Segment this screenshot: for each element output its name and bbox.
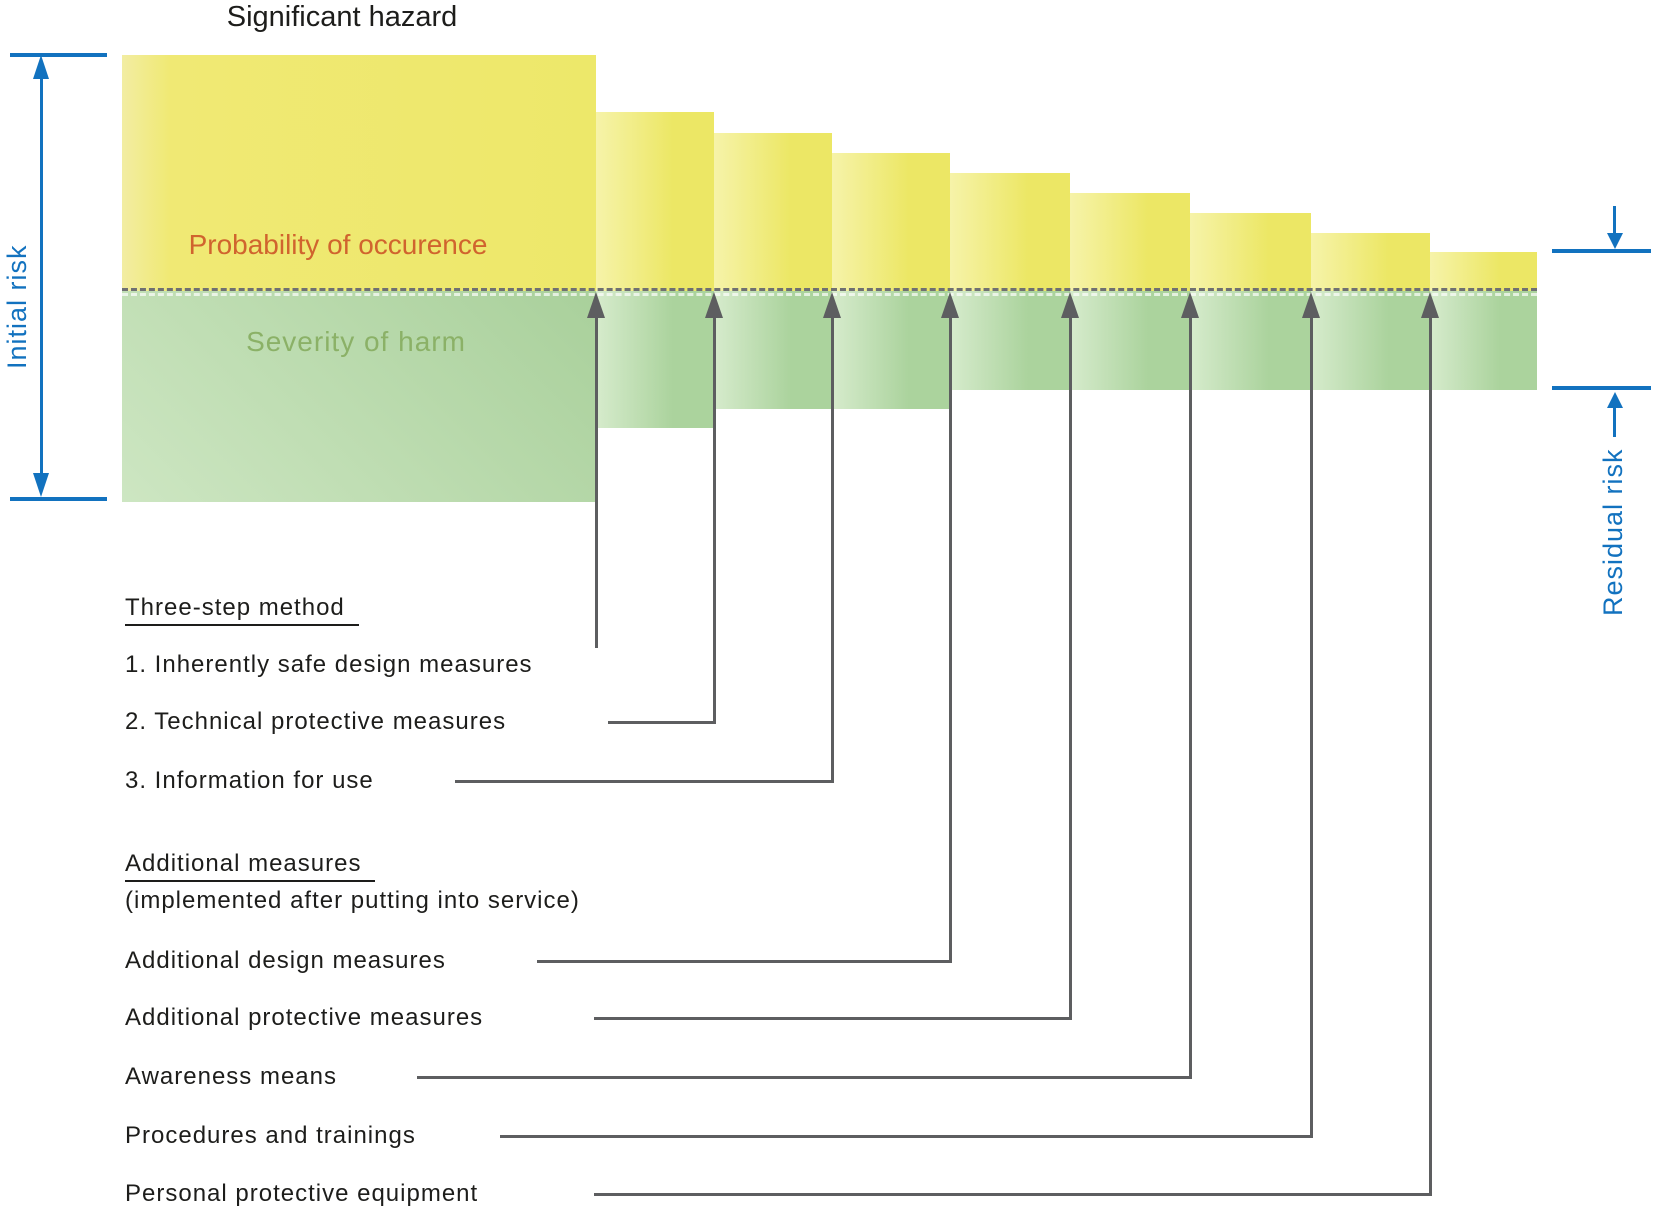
measure-connector-line — [537, 960, 952, 963]
measure-connector-line — [500, 1135, 1313, 1138]
probability-step-bar — [832, 153, 950, 291]
residual-risk-down-arrow-icon — [1607, 233, 1623, 249]
legend-row: Procedures and trainings — [125, 1122, 416, 1149]
severity-step-bar — [1311, 291, 1430, 390]
initial-risk-bottom-tick — [10, 497, 107, 501]
measure-arrow-stem — [1069, 317, 1072, 1018]
residual-risk-label: Residual risk — [1598, 448, 1628, 616]
legend-heading: Three-step method — [125, 593, 359, 626]
severity-step-bar — [596, 291, 714, 428]
probability-step-bar — [1430, 252, 1537, 291]
initial-risk-top-tick — [10, 53, 107, 57]
measure-up-arrow-icon — [823, 292, 841, 318]
measure-up-arrow-icon — [941, 292, 959, 318]
measure-connector-line — [455, 780, 834, 783]
legend-heading-text: Additional measures — [125, 850, 376, 882]
legend-row: 2. Technical protective measures — [125, 708, 507, 735]
measure-up-arrow-icon — [587, 292, 605, 318]
severity-step-bar — [950, 291, 1070, 390]
severity-of-harm-label: Severity of harm — [246, 326, 466, 357]
legend-heading: Additional measures — [125, 849, 376, 882]
severity-step-bar — [1070, 291, 1190, 390]
residual-risk-bottom-tick — [1552, 386, 1651, 390]
measure-connector-line — [608, 721, 716, 724]
legend-heading-text: Three-step method — [125, 594, 359, 626]
legend-row: Additional design measures — [125, 947, 446, 974]
measure-connector-line — [594, 1017, 1072, 1020]
legend-row: (implemented after putting into service) — [125, 887, 580, 914]
residual-risk-up-arrow-icon — [1607, 392, 1623, 408]
severity-step-bar — [832, 291, 950, 409]
initial-risk-arrow-stem — [40, 76, 43, 477]
measure-arrow-stem — [949, 317, 952, 961]
measure-up-arrow-icon — [1421, 292, 1439, 318]
residual-risk-up-arrow-stem — [1613, 407, 1616, 437]
measure-arrow-stem — [1310, 317, 1313, 1136]
measure-arrow-stem — [1429, 317, 1432, 1194]
legend-row: Awareness means — [125, 1063, 337, 1090]
probability-step-bar — [1311, 233, 1430, 291]
probability-step-bar — [950, 173, 1070, 291]
probability-step-bar — [714, 133, 832, 291]
residual-risk-top-tick — [1552, 249, 1651, 253]
legend-row: 1. Inherently safe design measures — [125, 651, 533, 678]
probability-step-bar — [596, 112, 714, 291]
risk-boundary-dashed-line — [122, 288, 1537, 291]
severity-step-bar — [1190, 291, 1311, 390]
initial-risk-up-arrow-icon — [33, 55, 49, 79]
probability-step-bar — [122, 55, 596, 291]
residual-risk-down-arrow-stem — [1613, 206, 1616, 235]
measure-arrow-stem — [595, 317, 598, 648]
measure-up-arrow-icon — [1061, 292, 1079, 318]
severity-step-bar — [122, 291, 596, 502]
legend-row: Additional protective measures — [125, 1004, 484, 1031]
severity-step-bar — [1430, 291, 1537, 390]
measure-arrow-stem — [713, 317, 716, 722]
measure-up-arrow-icon — [1181, 292, 1199, 318]
initial-risk-down-arrow-icon — [33, 473, 49, 497]
measure-connector-line — [594, 1193, 1432, 1196]
initial-risk-label: Initial risk — [2, 244, 32, 369]
probability-of-occurrence-label: Probability of occurence — [188, 229, 488, 260]
legend-row: Personal protective equipment — [125, 1180, 479, 1207]
measure-up-arrow-icon — [705, 292, 723, 318]
legend-row: 3. Information for use — [125, 767, 374, 794]
measure-arrow-stem — [831, 317, 834, 781]
measure-arrow-stem — [1189, 317, 1192, 1077]
severity-step-bar — [714, 291, 832, 409]
probability-step-bar — [1070, 193, 1190, 291]
measure-up-arrow-icon — [1302, 292, 1320, 318]
probability-step-bar — [1190, 213, 1311, 291]
diagram-title: Significant hazard — [226, 1, 458, 33]
measure-connector-line — [417, 1076, 1192, 1079]
